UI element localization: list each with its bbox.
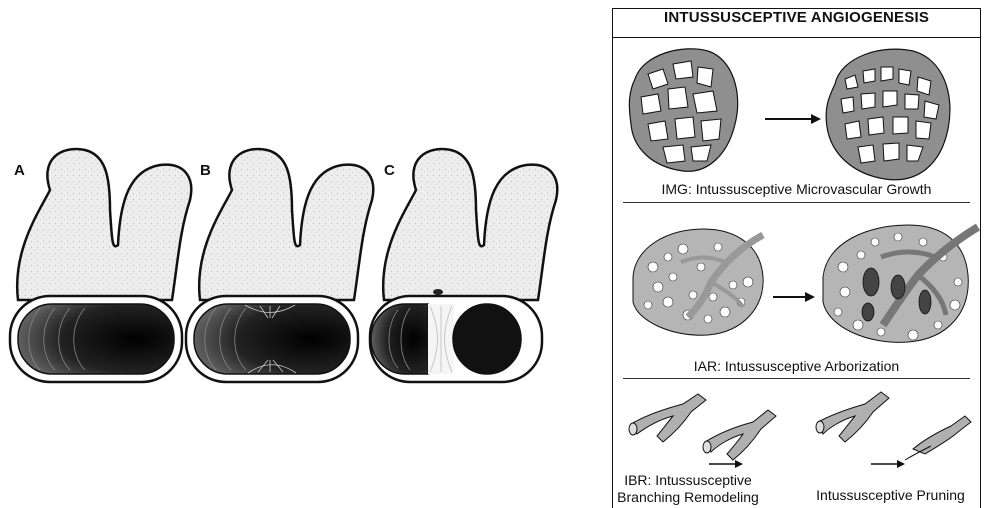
angiogenesis-panel: INTUSSUSCEPTIVE ANGIOGENESIS	[612, 8, 981, 508]
ibr-caption: IBR: Intussusceptive Branching Remodelin…	[613, 472, 763, 506]
ibr-caption-line1: IBR: Intussusceptive	[613, 472, 763, 489]
microvascular-mesh-before	[629, 49, 737, 171]
vessel-c	[370, 149, 557, 382]
divider-2	[623, 378, 970, 379]
ibr-pruning-illustration	[613, 384, 982, 484]
vessel-drawings	[0, 0, 600, 508]
iar-illustration	[613, 207, 982, 367]
ibr-vessels	[629, 394, 776, 460]
img-caption: IMG: Intussusceptive Microvascular Growt…	[613, 181, 980, 197]
pruning-caption: Intussusceptive Pruning	[803, 487, 978, 504]
iar-caption: IAR: Intussusceptive Arborization	[613, 358, 980, 374]
vessel-illustrations: A B C	[0, 0, 600, 508]
arborization-before	[633, 229, 763, 335]
vessel-a	[10, 149, 191, 382]
panel-title: INTUSSUSCEPTIVE ANGIOGENESIS	[613, 9, 980, 38]
ibr-caption-line2: Branching Remodeling	[613, 489, 763, 506]
arborization-after	[823, 225, 978, 342]
divider-1	[623, 202, 970, 203]
vessel-b	[186, 149, 373, 382]
microvascular-mesh-after	[826, 49, 950, 180]
pruning-vessels	[816, 392, 971, 460]
